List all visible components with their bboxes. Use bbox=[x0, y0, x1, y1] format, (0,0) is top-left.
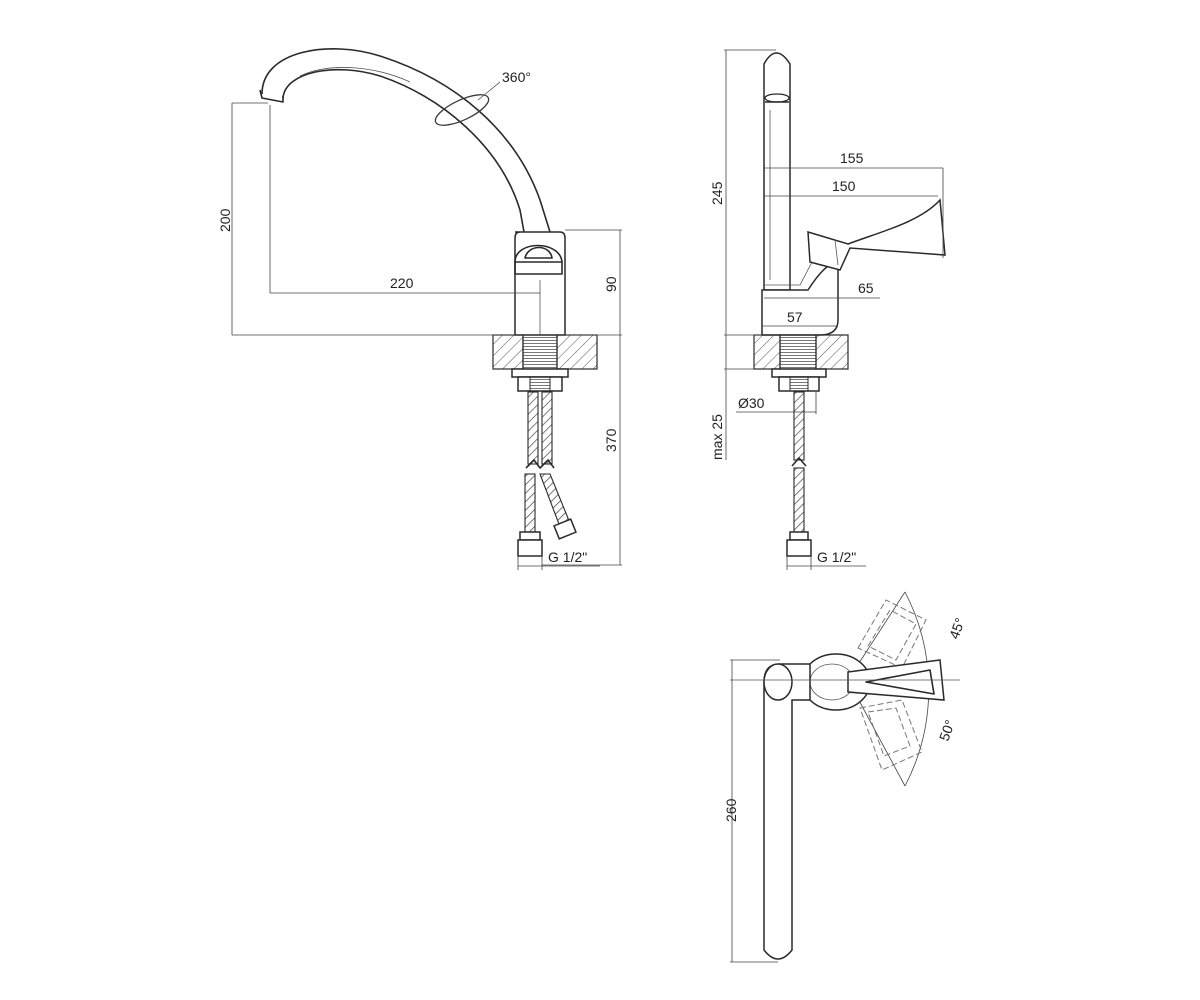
side-thread-label: G 1/2" bbox=[817, 549, 856, 565]
lever-angle-up-label: 45° bbox=[946, 616, 968, 641]
spout-height-label: 200 bbox=[217, 208, 233, 232]
lever-ghost-up-inner bbox=[867, 609, 917, 661]
lever-knob-inner bbox=[524, 246, 553, 259]
body-detail bbox=[764, 261, 813, 286]
lever-side bbox=[807, 198, 946, 271]
aerator bbox=[764, 93, 790, 103]
spout-outline-inner bbox=[282, 68, 525, 233]
overall-depth-label: 155 bbox=[840, 150, 864, 166]
side-stud bbox=[789, 376, 809, 392]
side-nut bbox=[771, 368, 827, 378]
countertop-section-left bbox=[492, 334, 524, 370]
rotation-ellipse bbox=[434, 94, 490, 126]
spout-tip bbox=[259, 89, 284, 103]
max-thickness-label: max 25 bbox=[709, 414, 725, 460]
fitting-left-nut bbox=[517, 539, 543, 557]
spout-reach-label: 220 bbox=[390, 275, 414, 291]
shank-diameter-label: Ø30 bbox=[738, 395, 765, 411]
side-counter-left bbox=[753, 334, 781, 370]
spout-depth-label: 150 bbox=[832, 178, 856, 194]
spout-top bbox=[763, 663, 811, 960]
countertop-section-right bbox=[556, 334, 598, 370]
spout-rotation-label: 360° bbox=[502, 69, 531, 85]
hose-length-label: 370 bbox=[603, 428, 619, 452]
front-thread-label: G 1/2" bbox=[548, 549, 587, 565]
lever-band bbox=[514, 261, 563, 275]
spout-highlight bbox=[299, 67, 411, 83]
mounting-stud bbox=[529, 376, 551, 392]
spout-column bbox=[763, 52, 791, 291]
fitting-left bbox=[519, 531, 541, 541]
side-hose-lower bbox=[793, 467, 805, 533]
lever-angle-down-label: 50° bbox=[936, 718, 958, 743]
side-shank bbox=[779, 334, 817, 370]
side-hose-break bbox=[791, 457, 807, 467]
hose-left-lower bbox=[524, 473, 536, 533]
lever-ghost-down bbox=[859, 699, 923, 771]
top-view: 260 45° 50° bbox=[723, 591, 968, 963]
lever-height-label: 65 bbox=[858, 280, 874, 296]
side-fitting bbox=[789, 531, 809, 541]
front-view: 360° 200 220 bbox=[217, 48, 622, 570]
fitting-right bbox=[553, 518, 577, 540]
spout-length-label: 260 bbox=[723, 798, 739, 822]
lever-ghost-down-inner bbox=[867, 707, 911, 757]
lever-knob bbox=[514, 244, 563, 263]
rotation-leader bbox=[477, 81, 501, 101]
total-height-label: 245 bbox=[709, 181, 725, 205]
mounting-shank bbox=[522, 334, 558, 370]
base-diameter-label: 57 bbox=[787, 309, 803, 325]
hose-break-mark bbox=[525, 459, 555, 469]
side-fitting-nut bbox=[786, 539, 812, 557]
spout-pivot bbox=[763, 663, 793, 701]
side-view: 245 155 150 65 57 max 25 Ø30 G 1/2" bbox=[709, 49, 946, 570]
hose-right-upper bbox=[541, 391, 553, 465]
lever-line bbox=[834, 239, 839, 266]
mounting-nut bbox=[511, 368, 569, 378]
spout-outline-outer bbox=[261, 48, 551, 233]
side-counter-right bbox=[815, 334, 849, 370]
side-hose-upper bbox=[793, 391, 805, 461]
body-height-label: 90 bbox=[603, 276, 619, 292]
lever-ghost-up bbox=[857, 599, 927, 669]
hose-left-upper bbox=[527, 391, 539, 465]
lever-top-inner bbox=[865, 669, 935, 695]
